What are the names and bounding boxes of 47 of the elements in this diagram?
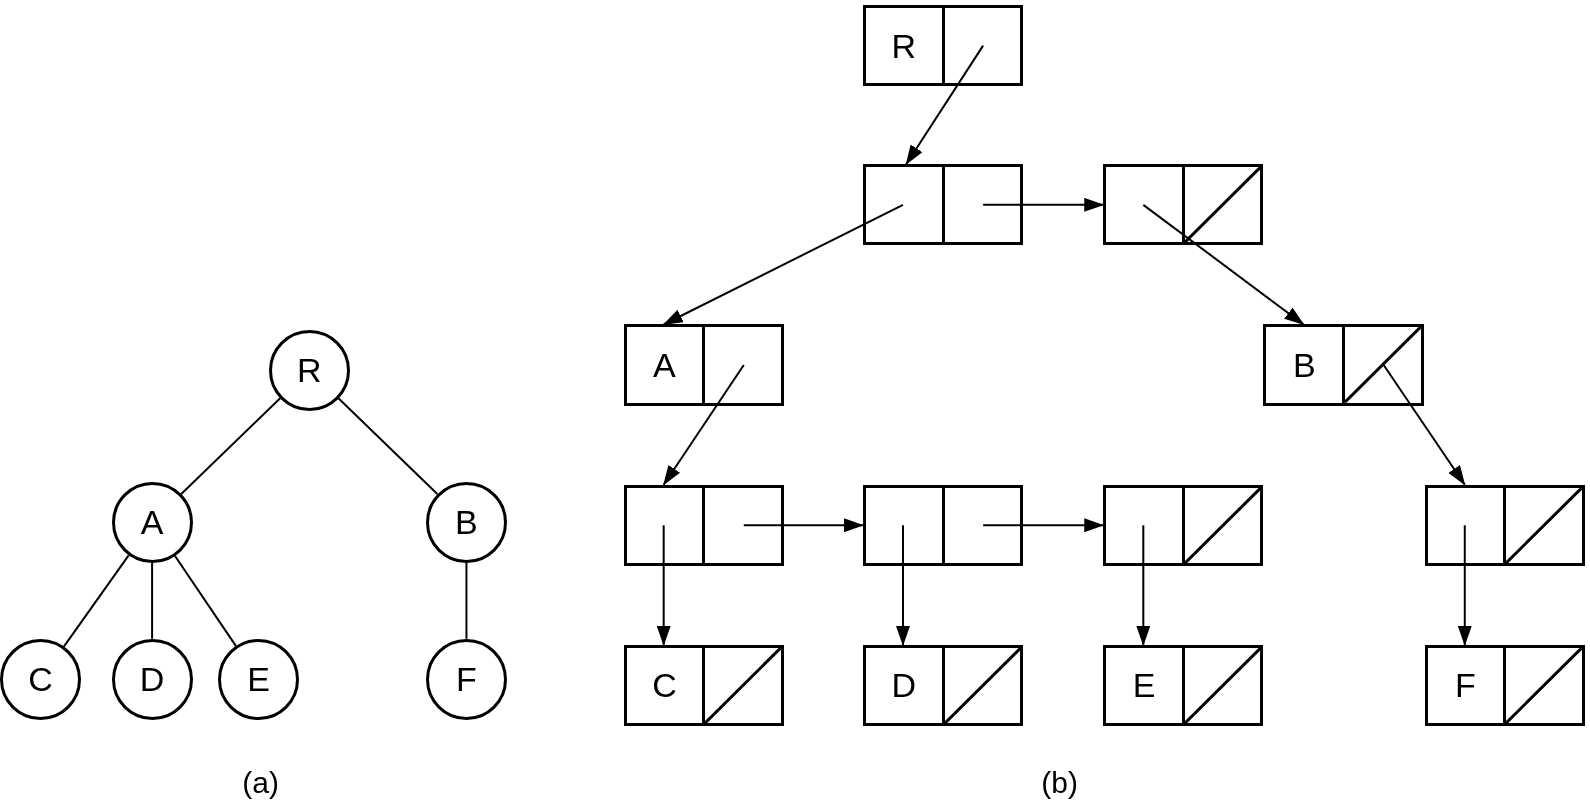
- pointer-arrow: [1142, 203, 1305, 326]
- record-box: [1103, 484, 1264, 566]
- pointer-arrow: [1136, 524, 1151, 646]
- node-label: C: [652, 668, 677, 703]
- node-label: F: [456, 662, 477, 697]
- record-box: [623, 324, 784, 406]
- node-label: C: [28, 662, 53, 697]
- pointer-arrow: [1382, 364, 1466, 486]
- node-label: R: [891, 28, 916, 63]
- pointer-arrow: [662, 203, 904, 326]
- node-label: D: [139, 662, 165, 697]
- pointer-arrow: [1457, 524, 1472, 646]
- record-box: [1103, 164, 1264, 246]
- record-box: [862, 164, 1024, 246]
- node-label: B: [1292, 348, 1316, 383]
- tree-edge: [180, 397, 282, 495]
- figure-caption: (a): [242, 767, 279, 798]
- record-box: [623, 484, 784, 566]
- node-label: F: [1455, 668, 1476, 703]
- pointer-arrow: [662, 364, 745, 486]
- pointer-arrow: [982, 197, 1105, 212]
- pointer-arrow: [742, 518, 864, 533]
- node-label: E: [247, 662, 270, 697]
- figure-caption: (b): [1041, 767, 1078, 798]
- record-box: [1424, 644, 1585, 727]
- tree-edge: [337, 397, 439, 495]
- node-label: A: [653, 348, 676, 383]
- record-box: [862, 484, 1024, 566]
- node-label: E: [1132, 668, 1156, 703]
- node-label: B: [455, 505, 478, 540]
- record-box: [623, 644, 784, 727]
- tree-edge: [173, 554, 237, 647]
- node-label: R: [296, 353, 322, 388]
- record-box: [1103, 644, 1264, 727]
- pointer-arrow: [905, 44, 985, 166]
- pointer-arrow: [656, 524, 671, 646]
- tree-edge: [465, 561, 468, 640]
- pointer-arrow: [982, 518, 1105, 533]
- record-box: [862, 5, 1024, 87]
- node-label: A: [140, 505, 164, 540]
- pointer-arrow: [896, 524, 910, 646]
- tree-edge: [63, 554, 130, 648]
- tree-edge: [151, 561, 154, 640]
- record-box: [1263, 324, 1424, 406]
- record-box: [862, 644, 1024, 727]
- node-label: D: [891, 668, 916, 703]
- record-box: [1424, 484, 1585, 566]
